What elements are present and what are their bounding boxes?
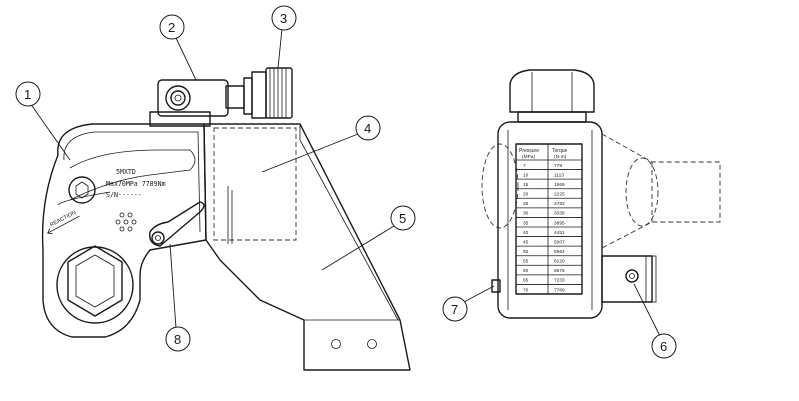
table-header-pressure-unit: (MPa): [522, 154, 535, 160]
table-cell-torque: 7233: [554, 278, 565, 284]
side-view: 5MXTD Max70MPa 7789Nm S/N------ REACTION: [41, 67, 411, 371]
table-cell-pressure: 55: [523, 259, 529, 265]
callout-6: [651, 333, 677, 359]
table-cell-pressure: 65: [523, 278, 529, 284]
table-cell-torque: 1669: [554, 182, 565, 188]
hex-drive: [67, 245, 123, 317]
table-cell-torque: 6120: [554, 259, 565, 265]
callout-8-label: 8: [174, 332, 181, 347]
callout-4-label: 4: [364, 121, 371, 136]
square-drive: [601, 255, 653, 303]
table-cell-torque: 5007: [554, 239, 565, 245]
table-cell-pressure: 35: [523, 220, 529, 226]
table-cell-pressure: 15: [523, 182, 529, 188]
table-cell-torque: 779: [554, 163, 562, 169]
callout-5-label: 5: [399, 211, 406, 226]
callout-1: [15, 81, 41, 107]
drive-ring: [56, 246, 134, 324]
table-cell-torque: 3895: [554, 220, 565, 226]
callout-7-label: 7: [451, 302, 458, 317]
hex-plug: [68, 176, 96, 204]
torque-table: Pressure (MPa) Torque (N·m) 7 779 10 1113 15…: [515, 143, 583, 295]
callout-3-label: 3: [280, 11, 287, 26]
table-cell-pressure: 20: [523, 192, 529, 198]
callout-6-label: 6: [660, 339, 667, 354]
swivel-block: [157, 79, 229, 117]
reaction-arm: [203, 123, 411, 371]
hydraulic-coupler: [265, 67, 293, 119]
table-header-torque: Torque: [552, 148, 568, 154]
table-cell-torque: 2782: [554, 201, 565, 207]
front-reaction-arm-dashed: [601, 133, 721, 249]
table-cell-torque: 8676: [554, 268, 565, 274]
table-cell-pressure: 50: [523, 249, 529, 255]
nameplate-spec: Max70MPa 7789Nm: [106, 180, 166, 188]
tool-body: [41, 123, 207, 338]
table-cell-pressure: 60: [523, 268, 529, 274]
front-body: [497, 121, 603, 319]
table-header-pressure: Pressure: [519, 148, 539, 154]
table-cell-pressure: 45: [523, 239, 529, 245]
reaction-engraving: REACTION: [49, 210, 77, 229]
spline-area-dashed: [213, 127, 297, 241]
table-cell-torque: 7789: [554, 287, 565, 293]
table-cell-pressure: 10: [523, 172, 529, 178]
callout-2: [159, 14, 185, 40]
front-view: Pressure (MPa) Torque (N·m) 7 779 10 1113 15…: [481, 69, 721, 319]
table-cell-pressure: 7: [523, 163, 526, 169]
callout-3: [271, 5, 297, 31]
table-cell-torque: 3338: [554, 211, 565, 217]
callouts: 1 2 3 4 5 6 7 8: [15, 5, 677, 359]
callout-2-label: 2: [168, 20, 175, 35]
grip-groove: [69, 149, 196, 201]
table-header-torque-unit: (N·m): [554, 154, 567, 160]
table-cell-pressure: 70: [523, 287, 529, 293]
table-cell-torque: 1113: [554, 172, 564, 178]
nameplate-model: 5MXTD: [116, 168, 136, 176]
table-cell-torque: 2225: [554, 192, 565, 198]
front-swivel: [509, 69, 595, 113]
callout-4: [355, 115, 381, 141]
table-cell-torque: 5564: [554, 249, 565, 255]
table-cell-torque: 4451: [554, 230, 565, 236]
table-cell-pressure: 25: [523, 201, 529, 207]
tool-body-inner: [63, 131, 201, 233]
vent-holes: [115, 212, 137, 232]
table-cell-pressure: 40: [523, 230, 529, 236]
callout-5: [390, 205, 416, 231]
release-lever: [149, 201, 205, 247]
callout-1-label: 1: [24, 87, 31, 102]
table-cell-pressure: 30: [523, 211, 529, 217]
callout-7: [442, 296, 468, 322]
nameplate-serial: S/N------: [106, 191, 142, 199]
callout-8: [165, 326, 191, 352]
